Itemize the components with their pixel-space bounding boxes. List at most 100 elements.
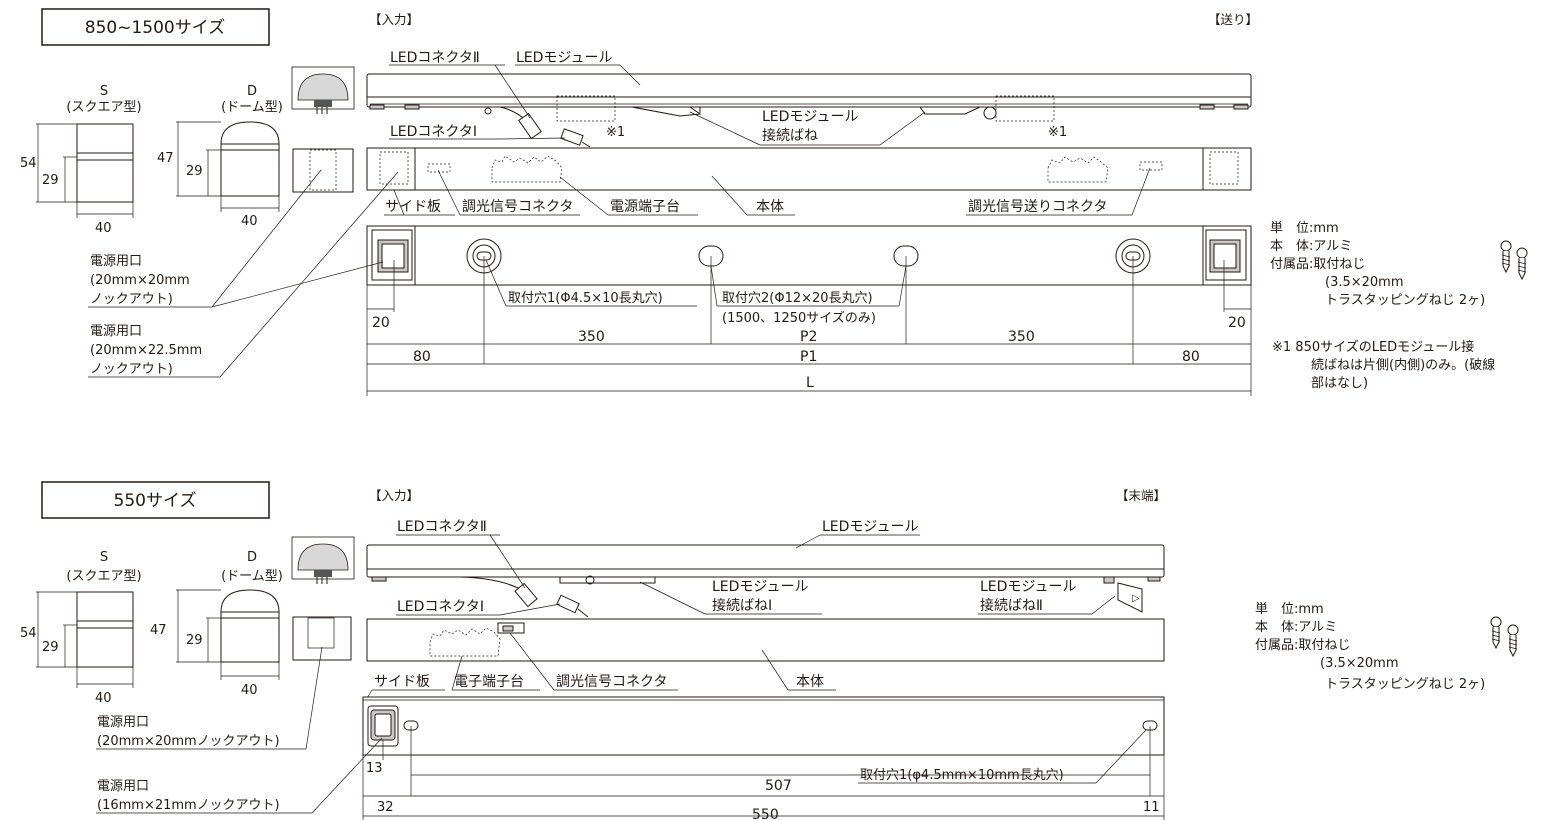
led-connector-2-cable-550 — [459, 576, 538, 608]
size-title-box-550 — [41, 481, 270, 519]
dome-cap-3d-icon — [291, 66, 355, 114]
spec-unit: 単 位:mm — [1270, 220, 1339, 236]
spec-accessory-2-550: (3.5×20mm — [1320, 656, 1399, 671]
led-connector-1-550 — [556, 594, 589, 618]
d-type-end-cap-550 — [176, 589, 280, 680]
body-bottom-view — [366, 225, 1252, 286]
dim-350-right: 350 — [1008, 329, 1035, 345]
dim-20-left: 20 — [372, 315, 390, 331]
dimming-connector-label-550: 調光信号コネクタ — [556, 674, 667, 690]
d-type-label: D — [247, 84, 257, 99]
dim-29-s-550: 29 — [42, 640, 59, 655]
spec-body: 本 体:アルミ — [1270, 239, 1352, 254]
s-type-label: S — [100, 84, 108, 99]
spring2-label-1: LEDモジュール — [980, 579, 1076, 595]
screw-icon — [1500, 240, 1528, 281]
dim-29-d: 29 — [186, 164, 203, 179]
dimming-send-connector-label: 調光信号送りコネクタ — [968, 199, 1107, 215]
power-port-a2-550: (20mm×20mmノックアウト) — [97, 734, 280, 749]
dim-32-550: 32 — [377, 800, 394, 815]
dim-80-left: 80 — [413, 349, 431, 365]
mount-hole-2-note: (1500、1250サイズのみ) — [722, 310, 876, 326]
input-label: 【入力】 — [369, 12, 419, 27]
led-connector-1 — [560, 128, 591, 148]
dim-40-d: 40 — [241, 214, 258, 229]
spring1-label-2: 接続ばねⅠ — [712, 597, 772, 614]
section-850-1500: 850~1500サイズ 【入力】 【送り】 S (スクエア型) 54 29 40… — [20, 8, 1528, 396]
d-type-sub-550: (ドーム型) — [221, 569, 283, 584]
power-terminal-label: 電源端子台 — [610, 199, 680, 215]
dim-40-s-550: 40 — [95, 691, 112, 706]
output-label: 【送り】 — [1208, 12, 1258, 27]
d-type-sub: (ドーム型) — [221, 100, 283, 115]
led-connector-1-label-550: LEDコネクタⅠ — [397, 599, 484, 615]
body-end-view — [292, 148, 354, 193]
end-label-550: 【末端】 — [1116, 488, 1166, 503]
spring-label-1: LEDモジュール — [762, 109, 858, 125]
size-title-550: 550サイズ — [114, 491, 197, 511]
body-side-view-550 — [366, 618, 1165, 662]
dome-cap-3d-icon-550 — [291, 536, 355, 584]
svg-text:▷: ▷ — [1132, 593, 1140, 604]
s-type-sub: (スクエア型) — [66, 100, 141, 115]
led-module-strip-550: ▷ — [366, 544, 1165, 613]
dim-11-550: 11 — [1143, 800, 1160, 815]
power-port-b-550: 電源用口 — [97, 779, 149, 794]
d-type-label-550: D — [247, 550, 257, 565]
dim-350-left: 350 — [578, 329, 605, 345]
note-1-line2: 続ばねは片側(内側)のみ。(破線 — [1311, 357, 1495, 373]
note-1-line3: 部はなし) — [1311, 376, 1368, 391]
led-connector-2-label-550: LEDコネクタⅡ — [397, 519, 487, 535]
led-module-label: LEDモジュール — [516, 50, 612, 66]
s-type-label-550: S — [100, 550, 108, 565]
power-port-a-line3: ノックアウト) — [90, 292, 173, 307]
dimension-lines-top — [366, 256, 1252, 396]
side-plate-label-550: サイド板 — [374, 674, 430, 690]
dim-54-550: 54 — [20, 626, 37, 641]
power-port-a-line2: (20mm×20mm — [90, 273, 190, 288]
led-connector-2-cable — [499, 106, 542, 140]
spring1-label-1: LEDモジュール — [712, 579, 808, 595]
spec-accessory: 付属品:取付ねじ — [1270, 257, 1365, 272]
size-title-box — [41, 8, 270, 46]
note-1-line1: ※1 850サイズのLEDモジュール接 — [1272, 339, 1474, 355]
dim-l: L — [806, 375, 814, 391]
dim-40-d-550: 40 — [241, 683, 258, 698]
spec-accessory-3: トラスタッピングねじ 2ヶ) — [1325, 293, 1485, 308]
mount-hole-1-label: 取付穴1(Φ4.5×10長丸穴) — [508, 291, 663, 306]
body-end-view-550 — [292, 616, 352, 661]
body-label: 本体 — [756, 199, 784, 215]
dim-47-550: 47 — [150, 623, 167, 638]
body-side-view — [366, 147, 1252, 191]
spec-unit-550: 単 位:mm — [1255, 601, 1324, 617]
led-module-label-550: LEDモジュール — [822, 519, 918, 535]
body-bottom-view-550 — [362, 696, 1165, 756]
power-port-b-line3: ノックアウト) — [90, 362, 173, 377]
dim-47: 47 — [157, 151, 174, 166]
led-connector-2-label: LEDコネクタⅡ — [390, 50, 480, 66]
mount-hole-2-label: 取付穴2(Φ12×20長丸穴) — [722, 291, 873, 306]
dim-13-550: 13 — [366, 761, 383, 776]
dim-80-right: 80 — [1182, 349, 1200, 365]
spring2-label-2: 接続ばねⅡ — [980, 597, 1043, 614]
spring-label-2: 接続ばね — [762, 127, 818, 144]
power-port-b2-550: (16mm×21mmノックアウト) — [97, 798, 280, 813]
dimming-connector-label: 調光信号コネクタ — [462, 199, 573, 215]
note-mark-a: ※1 — [606, 125, 625, 140]
dim-29-s: 29 — [42, 173, 59, 188]
dim-507-550: 507 — [765, 778, 792, 794]
s-type-end-cap-550 — [36, 591, 134, 688]
dim-29-d-550: 29 — [186, 633, 203, 648]
s-type-end-cap — [36, 123, 134, 218]
size-title: 850~1500サイズ — [85, 18, 225, 38]
power-port-b-line2: (20mm×22.5mm — [90, 343, 202, 358]
spec-accessory-3-550: トラスタッピングねじ 2ヶ) — [1325, 677, 1485, 692]
dim-20-right: 20 — [1228, 315, 1246, 331]
body-label-550: 本体 — [796, 674, 824, 690]
dim-550-550: 550 — [752, 807, 779, 820]
d-type-end-cap — [176, 121, 280, 212]
screw-icon-550 — [1490, 616, 1519, 658]
spec-body-550: 本 体:アルミ — [1255, 620, 1337, 635]
led-module-strip — [366, 73, 1252, 122]
